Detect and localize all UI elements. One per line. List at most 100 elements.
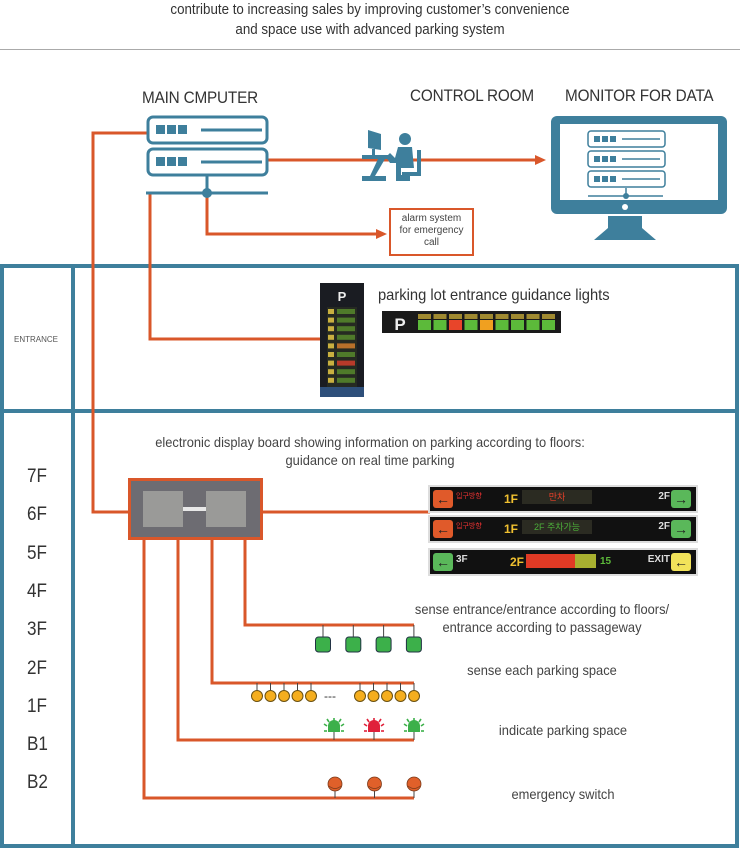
entrance-sensor-icon	[315, 636, 331, 653]
sign-row-light	[337, 360, 355, 366]
indicator-light-icon	[328, 720, 340, 732]
switch-rim	[368, 785, 381, 789]
entrance-sensor-label: sense entrance/entrance according to flo…	[404, 600, 680, 636]
sign-cell-light	[511, 320, 524, 330]
light-ray	[366, 718, 370, 723]
switch-rim	[328, 785, 342, 789]
sign-cell-label	[526, 314, 540, 319]
indicator-label: indicate parking space	[498, 722, 628, 738]
sign-cell-light	[464, 320, 478, 330]
indicator-light-icon	[368, 720, 380, 732]
floor-label: 4F	[27, 580, 47, 602]
floor-label: 1F	[27, 695, 47, 717]
arrowhead-alarm	[376, 229, 387, 239]
light-ray	[420, 723, 425, 727]
header-line-1: contribute to increasing sales by improv…	[170, 2, 570, 18]
sign-cell-light	[480, 320, 493, 330]
sensor-ellipsis: ---	[324, 689, 336, 703]
sign-row-light	[337, 369, 355, 375]
board-caption-line-2: guidance on real time parking	[285, 452, 455, 468]
arrowhead-monitor	[535, 155, 546, 165]
monitor-label: MONITOR FOR DATA	[565, 86, 714, 105]
space-sensor-icon	[251, 690, 263, 702]
server-icon	[146, 115, 269, 198]
sign-row-light	[337, 317, 355, 323]
sign-status-panel: 만차	[522, 490, 592, 504]
sign-current-floor: 1F	[504, 522, 519, 536]
switch-rim	[407, 785, 421, 789]
space-sensor-icon	[291, 690, 304, 702]
sign-cell-light	[542, 320, 555, 330]
left-arrow-icon: ←	[433, 520, 453, 538]
sign-row-light	[337, 377, 355, 383]
wire-bus-to-entrance	[148, 193, 320, 341]
sign-row-label	[328, 317, 334, 323]
sign-cell-label	[433, 314, 447, 319]
sign-row-label	[328, 334, 334, 340]
sign-status-panel: 2F 주차가능	[522, 520, 592, 534]
entrance-sensor-icon	[375, 636, 392, 653]
sign-cell-label	[542, 314, 555, 319]
sign-row-label	[328, 360, 334, 366]
control-room-label: CONTROL ROOM	[410, 86, 534, 105]
sign-row-light	[337, 343, 355, 349]
wire-to-alarm	[205, 193, 378, 236]
sign-cell-label	[495, 314, 509, 319]
sign-cell-label	[418, 314, 431, 319]
right-arrow-icon: →	[671, 520, 691, 538]
sign-row-label	[328, 326, 334, 332]
sign-right-label: 2F	[658, 491, 670, 502]
entrance-sensor-label-2: entrance according to passageway	[442, 619, 642, 635]
wire-to-space-sensors	[210, 540, 414, 685]
floor-label: B2	[27, 772, 48, 794]
sign-left-text: 입구방향	[456, 493, 482, 500]
entrance-section-label: ENTRANCE	[14, 335, 59, 344]
floors-frame	[0, 409, 739, 848]
sign-cell-label	[511, 314, 524, 319]
vertical-sign-letter: P	[338, 289, 347, 304]
floor-label: 5F	[27, 542, 47, 564]
indicator-light-icon	[408, 720, 420, 732]
space-sensor-icon	[408, 690, 420, 702]
horizontal-sign-letter: P	[394, 315, 405, 334]
sign-row-light	[337, 352, 355, 357]
light-ray	[340, 723, 345, 727]
sign-right-label: 2F	[658, 521, 670, 532]
board-caption-line-1: electronic display board showing informa…	[155, 434, 585, 450]
alarm-line-3: call	[423, 237, 439, 248]
available-count: 15	[600, 556, 612, 567]
sign-right-label: EXIT	[647, 554, 670, 565]
wire-to-indicators	[176, 540, 414, 742]
sign-row-label	[328, 343, 334, 349]
light-ray	[326, 718, 330, 723]
right-arrow-icon: →	[671, 490, 691, 508]
sign-left-text: 입구방향	[456, 523, 482, 530]
sign-cell-light	[449, 320, 462, 330]
monitor-icon	[551, 116, 727, 240]
light-ray	[380, 723, 385, 727]
indicator-light-group	[323, 718, 425, 740]
floor-label: B1	[27, 734, 48, 756]
sign-row-light	[337, 334, 355, 340]
sign-cell-light	[433, 320, 447, 330]
wire-to-emergency	[142, 540, 414, 800]
sign-current-floor: 2F	[510, 555, 525, 569]
sign-row-light	[337, 309, 355, 314]
space-sensor-icon	[354, 690, 366, 702]
light-ray	[338, 718, 342, 723]
space-sensor-label: sense each parking space	[467, 662, 617, 678]
sign-row-label	[328, 369, 334, 375]
alarm-line-1: alarm system	[401, 213, 462, 224]
space-sensor-icon	[381, 690, 393, 702]
left-arrow-icon: ←	[433, 490, 453, 508]
light-ray	[378, 718, 382, 723]
entrance-sensor-group	[315, 625, 422, 653]
light-ray	[363, 723, 368, 727]
entrance-sensor-icon	[345, 636, 362, 653]
wire-to-entrance-sensors	[243, 540, 414, 627]
main-computer-label: MAIN CMPUTER	[142, 88, 259, 107]
sign-row-label	[328, 377, 334, 383]
